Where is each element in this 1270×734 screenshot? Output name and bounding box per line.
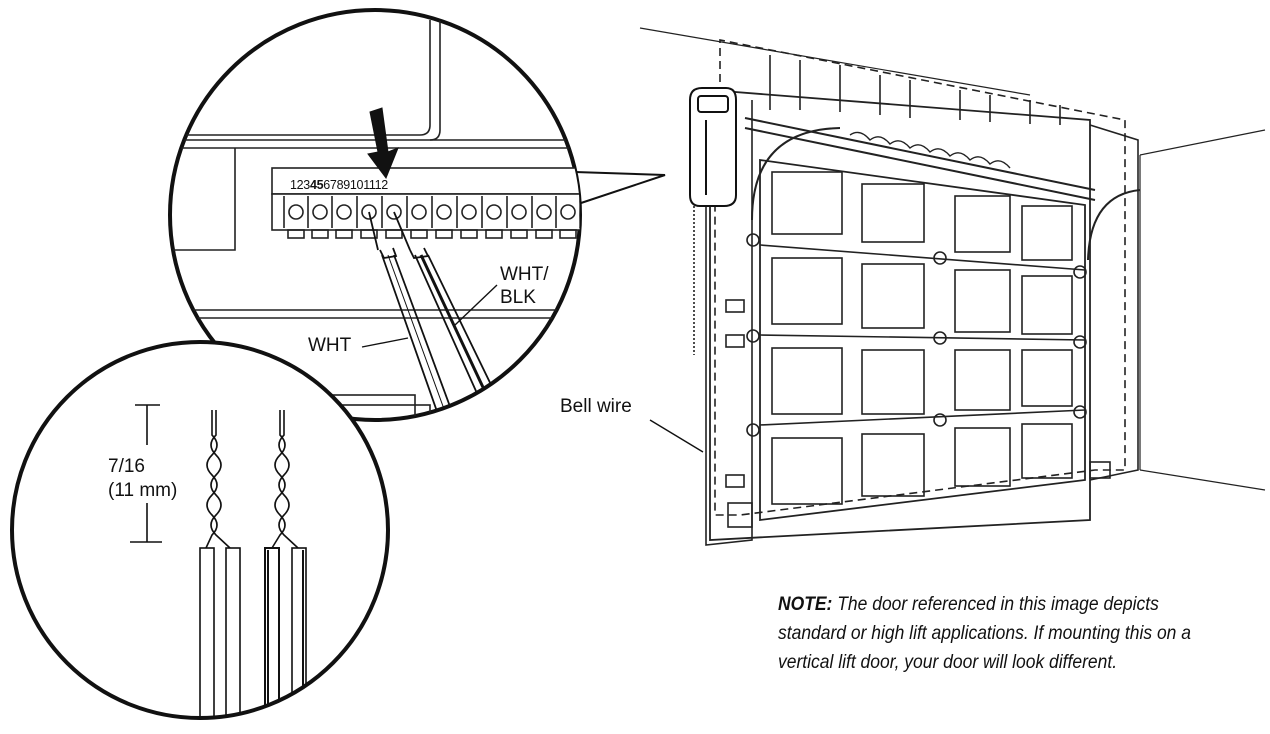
strip-length-metric: (11 mm) [108,480,177,501]
note-text: The door referenced in this image depict… [778,594,1191,673]
terminal-zoom-content [170,20,580,420]
terminal-arrow-icon [367,107,399,180]
wht-blk-label-line2: BLK [500,287,536,308]
wht-leader [361,337,409,348]
wht-label: WHT [308,335,352,356]
wire-leads [368,211,497,420]
bell-wire-label: Bell wire [560,396,632,417]
strip-length-value: 7/16 [108,456,145,477]
application-note: NOTE: The door referenced in this image … [778,590,1220,677]
stripped-wire-detail [130,404,307,718]
terminal-screws [283,196,580,239]
wht-blk-label-line1: WHT/ [500,264,549,285]
bell-wire-leader [649,419,704,453]
terminal-number-strip: 123456789101112 [290,178,388,192]
callout-pointer [574,171,666,206]
garage-door-scene [639,27,1266,546]
door-control-unit [689,87,737,355]
wht-blk-leader [454,284,498,326]
note-prefix: NOTE: [778,594,833,615]
